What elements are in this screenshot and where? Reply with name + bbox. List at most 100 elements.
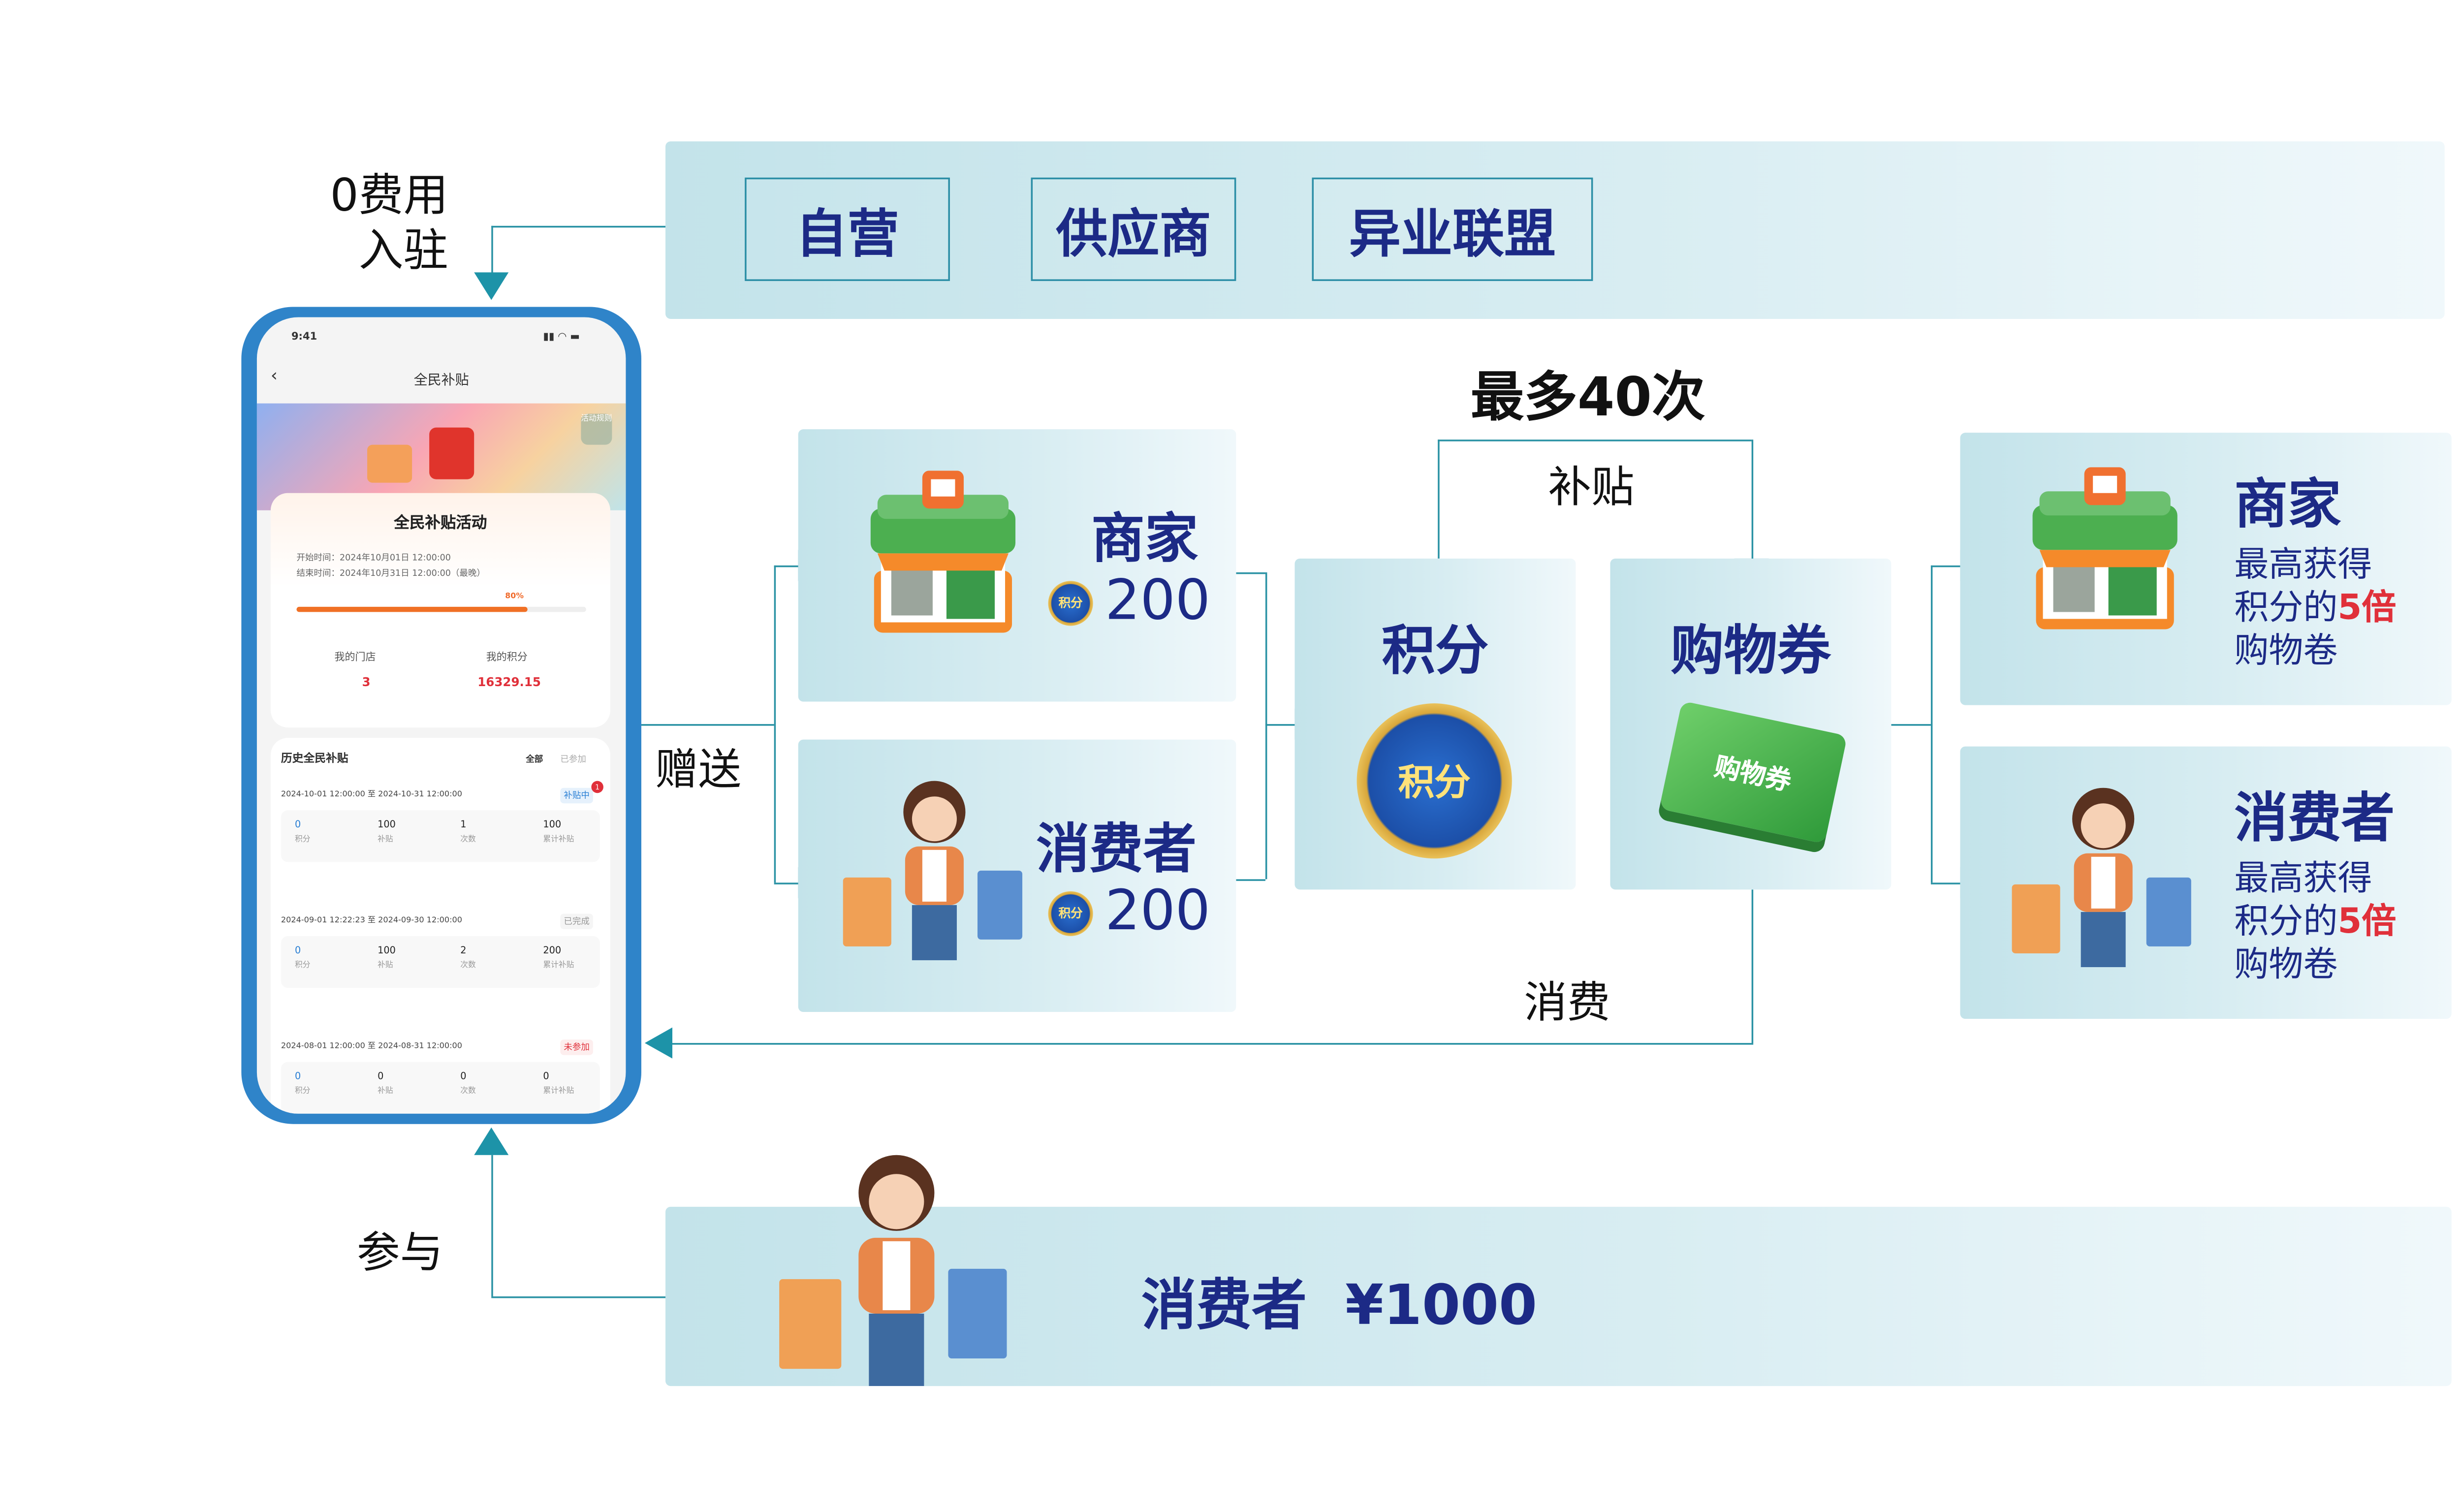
stat-item: 100 补贴: [378, 820, 396, 845]
merchant-reward-text: 最高获得 积分的5倍 购物卷: [2234, 543, 2396, 672]
history-panel: 历史全民补贴 全部 已参加 2024-10-01 12:00:00 至 2024…: [270, 738, 610, 1114]
points-title: 积分: [1382, 620, 1489, 683]
arrow-left-icon: [644, 1027, 673, 1059]
entry-label: 0费用 入驻: [327, 169, 448, 279]
reward-line3: 购物卷: [2234, 943, 2338, 984]
record-date-range: 2024-08-01 12:00:00 至 2024-08-31 12:00:0…: [281, 1043, 463, 1052]
shopper-girl-icon: [2012, 788, 2191, 967]
arrow-down-icon: [474, 272, 509, 300]
connector: [491, 225, 493, 278]
stat-item: 0 积分: [295, 1072, 311, 1097]
max-times-label: 最多40次: [1470, 367, 1705, 430]
shopper-girl-icon: [779, 1155, 1007, 1386]
reward-multiplier: 5倍: [2337, 586, 2397, 628]
history-record[interactable]: 2024-10-01 12:00:00 至 2024-10-31 12:00:0…: [271, 781, 610, 893]
connector: [1751, 440, 1754, 561]
stat-value: 0: [543, 1072, 549, 1083]
connector: [1891, 724, 1931, 726]
stat-value: 2: [460, 946, 467, 957]
merchant-points: 200: [1105, 567, 1211, 633]
points-coin-icon: 积分: [1048, 891, 1093, 936]
stat-label: 次数: [460, 962, 476, 971]
my-points-value: 16329.15: [477, 676, 541, 690]
voucher-title: 购物券: [1671, 620, 1831, 683]
consumer-reward-text: 最高获得 积分的5倍 购物卷: [2234, 857, 2396, 986]
stat-value: 0: [460, 1072, 467, 1083]
page-title: 全民补贴: [413, 372, 469, 388]
stat-value: 100: [378, 946, 396, 957]
notification-count: 1: [591, 781, 603, 793]
gift-box-icon: [367, 444, 412, 483]
points-coin-icon: 积分: [1048, 581, 1093, 626]
voucher-ticket-icon: 购物券: [1659, 700, 1848, 844]
stat-label: 累计补贴: [543, 836, 574, 845]
history-title: 历史全民补贴: [281, 752, 348, 766]
back-button[interactable]: ‹: [270, 367, 278, 386]
stat-item: 0 积分: [295, 820, 311, 845]
tag-alliance: 异业联盟: [1312, 177, 1593, 281]
connector: [672, 1043, 1754, 1045]
stat-label: 次数: [460, 1088, 476, 1097]
progress-fill: [296, 606, 529, 612]
tag-self-operated: 自营: [745, 177, 950, 281]
stat-label: 补贴: [378, 1088, 393, 1097]
connector: [1438, 440, 1440, 559]
stat-label: 积分: [294, 962, 311, 971]
red-envelope-icon: [429, 427, 474, 479]
connector: [491, 225, 666, 228]
record-status-badge: 补贴中: [560, 788, 593, 804]
subsidy-label: 补贴: [1548, 462, 1635, 512]
connector: [774, 565, 798, 567]
shopper-girl-icon: [843, 781, 1023, 960]
connector: [1236, 572, 1265, 574]
stat-item: 200 累计补贴: [543, 946, 574, 971]
rules-button[interactable]: 活动规则: [581, 413, 612, 445]
reward-line1: 最高获得: [2234, 856, 2372, 898]
connector: [1751, 889, 1754, 1043]
consumer-spend-bar: 消费者 ¥1000: [665, 1155, 2452, 1386]
consumer-spend-text: 消费者 ¥1000: [1141, 1272, 1538, 1338]
connector: [1265, 724, 1295, 726]
points-medal-icon: 积分: [1357, 703, 1512, 859]
my-store-value: 3: [362, 676, 371, 690]
phone-mockup: 9:41 ▮▮ ◠ ▬ ‹ 全民补贴 活动规则 全民补贴活动 开始时间：2024…: [241, 307, 641, 1124]
record-date-range: 2024-10-01 12:00:00 至 2024-10-31 12:00:0…: [281, 791, 463, 800]
connector: [774, 565, 776, 883]
stat-label: 累计补贴: [543, 962, 574, 971]
end-time: 结束时间：2024年10月31日 12:00:00（最晚）: [296, 568, 485, 579]
connector: [491, 1155, 493, 1296]
connector: [1930, 565, 1960, 567]
stat-item: 0 次数: [460, 1072, 476, 1097]
activity-card: 全民补贴活动 开始时间：2024年10月01日 12:00:00 结束时间：20…: [270, 493, 610, 728]
stat-label: 积分: [294, 1088, 311, 1097]
stat-label: 补贴: [378, 836, 393, 845]
progress-track: [296, 606, 586, 612]
reward-line1: 最高获得: [2234, 543, 2372, 585]
filter-joined-tab[interactable]: 已参加: [560, 755, 586, 766]
partner-types-bar: [665, 141, 2445, 319]
reward-line2: 积分的: [2234, 586, 2338, 628]
stat-value: 0: [294, 1072, 301, 1083]
entry-line1: 0费用: [330, 170, 448, 222]
stat-value: 200: [543, 946, 562, 957]
stat-label: 积分: [294, 836, 311, 845]
stat-label: 次数: [460, 836, 476, 845]
history-record[interactable]: 2024-08-01 12:00:00 至 2024-08-31 12:00:0…: [271, 1040, 610, 1114]
participate-label: 参与: [357, 1227, 443, 1278]
reward-line2: 积分的: [2234, 900, 2338, 942]
activity-title: 全民补贴活动: [394, 515, 487, 533]
filter-all-tab[interactable]: 全部: [526, 755, 543, 766]
stat-label: 补贴: [378, 962, 393, 971]
history-record[interactable]: 2024-09-01 12:22:23 至 2024-09-30 12:00:0…: [271, 914, 610, 1019]
stat-value: 0: [294, 820, 301, 831]
stat-item: 100 补贴: [378, 946, 396, 971]
stat-value: 100: [378, 820, 396, 831]
my-store-label: 我的门店: [334, 651, 376, 664]
consumer-reward-box: 消费者 最高获得 积分的5倍 购物卷: [1960, 746, 2452, 1019]
merchant-reward-box: 商家 最高获得 积分的5倍 购物卷: [1960, 433, 2452, 705]
connector: [641, 724, 774, 726]
store-icon: [2032, 467, 2177, 630]
